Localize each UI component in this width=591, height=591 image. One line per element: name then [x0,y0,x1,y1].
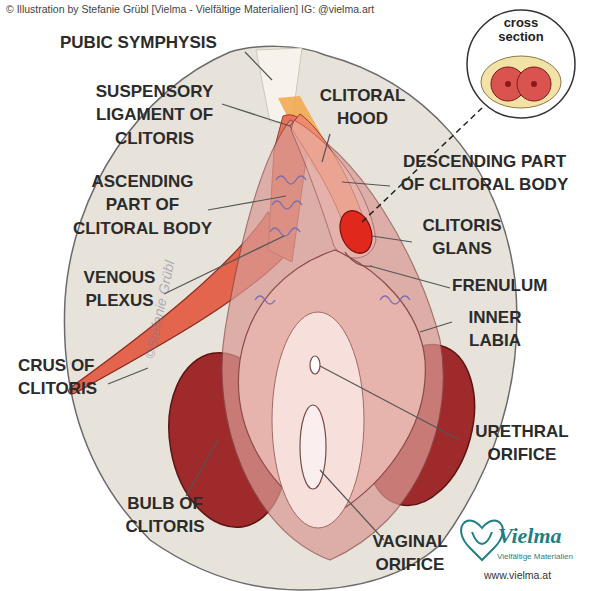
leader-line [222,104,290,126]
section-tissue [481,56,561,108]
vestibule [272,312,364,528]
part-label: CRUS OF CLITORIS [18,354,118,401]
section-core [531,81,537,87]
part-label: URETHRAL ORIFICE [462,420,582,467]
leader-line [420,322,452,332]
part-label: FRENULUM [452,274,572,297]
leader-line [320,366,460,440]
section-body [517,67,551,101]
logo-mark [461,521,503,560]
credit-line: © Illustration by Stefanie Grübl [Vielma… [6,3,446,16]
frenulum [345,252,372,266]
logo-tagline: Vielfältige Materialien [497,553,591,562]
leader-line [372,236,412,242]
pelvic-area [64,46,516,590]
section-core [505,81,511,87]
part-label: DESCENDING PART OF CLITORAL BODY [392,150,577,197]
logo-loop [472,532,492,544]
logo-loop [461,521,503,560]
inset-title: cross section [485,16,557,43]
leader-line [342,182,390,186]
leader-line [370,266,450,288]
part-label: SUSPENSORY LIGAMENT OF CLITORIS [82,80,227,150]
leader-line [164,236,284,294]
part-label: VAGINAL ORIFICE [355,530,465,577]
part-label: INNER LABIA [450,306,540,353]
leader-line [320,470,384,540]
logo-name: Vielma [498,524,588,548]
leader-line [108,368,148,384]
inset-circle [467,10,575,118]
leader-line [208,196,286,210]
leader-lines [108,52,460,540]
part-label: CLITORIS GLANS [412,214,512,261]
part-label: CLITORAL HOOD [305,84,420,131]
part-label: BULB OF CLITORIS [110,492,220,539]
venous-plexus [255,176,410,304]
website-url: www.vielma.at [484,570,584,582]
part-label: ASCENDING PART OF CLITORAL BODY [70,170,215,240]
cross-section-inset: cross section [465,8,577,120]
leader-line [186,440,218,496]
urethral-orifice [310,356,320,374]
leader-line [322,134,330,162]
vaginal-orifice [300,405,326,489]
leader-line [245,52,272,80]
part-label: PUBIC SYMPHYSIS [60,31,280,54]
